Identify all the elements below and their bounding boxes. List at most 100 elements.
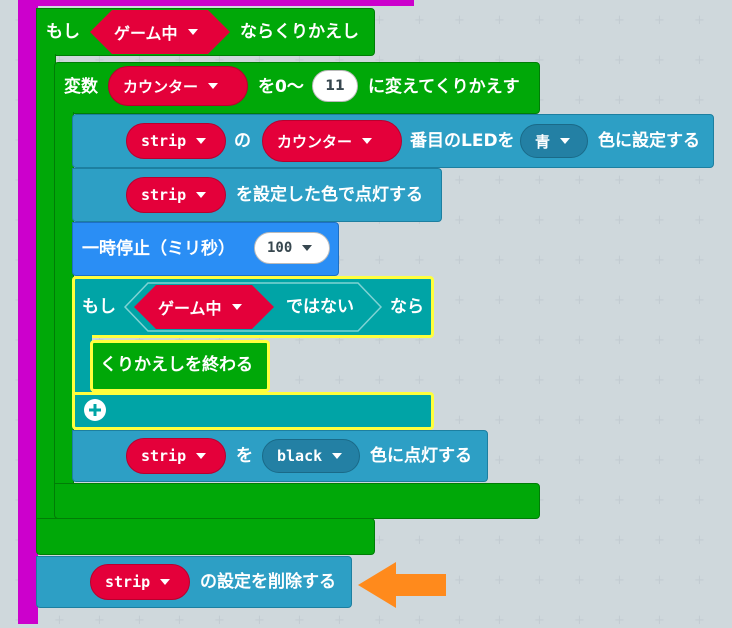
if-condition-game-variable[interactable]: ゲーム中 [134, 285, 274, 329]
grid-plus-mark: + [494, 373, 505, 388]
grid-plus-mark: + [574, 613, 585, 628]
chevron-down-icon[interactable] [302, 245, 313, 251]
set-pixel-color-dropdown[interactable]: 青 [520, 124, 588, 158]
grid-plus-mark: + [574, 453, 585, 468]
grid-plus-mark: + [614, 533, 625, 548]
grid-plus-mark: + [334, 373, 345, 388]
grid-plus-mark: + [694, 413, 705, 428]
break-label: くりかえしを終わる [100, 355, 253, 375]
grid-plus-mark: + [614, 413, 625, 428]
grid-plus-mark: + [374, 13, 385, 28]
chevron-down-icon[interactable] [196, 192, 207, 198]
while-suffix: ならくりかえし [240, 22, 359, 42]
if-condition-label: ゲーム中 [158, 299, 222, 318]
for-block-bottom [54, 483, 540, 519]
show-color-strip-label: strip [141, 447, 187, 465]
show-color-suffix: 色に点灯する [370, 446, 472, 466]
show-strip-dropdown[interactable]: strip [126, 177, 226, 213]
break-block[interactable] [90, 340, 270, 392]
grid-plus-mark: + [94, 613, 105, 628]
for-end-value: 11 [325, 78, 345, 94]
grid-plus-mark: + [294, 53, 305, 68]
if-suffix: なら [390, 297, 424, 317]
event-block-top[interactable] [18, 0, 414, 6]
set-pixel-variable-dropdown[interactable]: カウンター [262, 120, 402, 162]
grid-plus-mark: + [694, 573, 705, 588]
for-end-value-input[interactable]: 11 [312, 70, 358, 102]
chevron-down-icon[interactable] [196, 453, 207, 459]
chevron-down-icon[interactable] [196, 138, 207, 144]
grid-plus-mark: + [534, 533, 545, 548]
grid-plus-mark: + [494, 173, 505, 188]
chevron-down-icon[interactable] [362, 138, 373, 144]
grid-plus-mark: + [374, 533, 385, 548]
event-block-rail[interactable] [18, 0, 38, 624]
chevron-down-icon[interactable] [208, 83, 219, 89]
grid-plus-mark: + [614, 613, 625, 628]
grid-plus-mark: + [574, 373, 585, 388]
grid-plus-mark: + [54, 53, 65, 68]
show-color-strip-dropdown[interactable]: strip [126, 438, 226, 474]
show-color-dropdown[interactable]: black [262, 439, 360, 473]
grid-plus-mark: + [214, 613, 225, 628]
plus-glyph [89, 404, 101, 416]
grid-plus-mark: + [694, 213, 705, 228]
grid-plus-mark: + [654, 373, 665, 388]
grid-plus-mark: + [654, 413, 665, 428]
pause-duration-value: 100 [267, 240, 293, 256]
while-condition-label: ゲーム中 [114, 24, 178, 43]
grid-plus-mark: + [454, 13, 465, 28]
chevron-down-icon[interactable] [560, 138, 571, 144]
while-condition-game-variable[interactable]: ゲーム中 [90, 10, 230, 54]
grid-plus-mark: + [654, 13, 665, 28]
grid-plus-mark: + [454, 413, 465, 428]
pause-duration-dropdown[interactable]: 100 [254, 232, 330, 264]
grid-plus-mark: + [534, 173, 545, 188]
grid-plus-mark: + [694, 293, 705, 308]
grid-plus-mark: + [494, 213, 505, 228]
clear-strip-dropdown[interactable]: strip [90, 564, 190, 600]
set-pixel-of: の [234, 131, 251, 151]
grid-plus-mark: + [614, 173, 625, 188]
clear-strip-label: strip [105, 573, 151, 591]
grid-plus-mark: + [414, 333, 425, 348]
grid-plus-mark: + [494, 613, 505, 628]
left-arrow-icon [358, 562, 446, 608]
grid-plus-mark: + [414, 613, 425, 628]
show-color-label: black [277, 447, 323, 465]
grid-plus-mark: + [454, 213, 465, 228]
grid-plus-mark: + [614, 13, 625, 28]
set-pixel-variable-label: カウンター [277, 132, 353, 151]
chevron-down-icon[interactable] [332, 453, 343, 459]
grid-plus-mark: + [94, 53, 105, 68]
grid-plus-mark: + [534, 253, 545, 268]
grid-plus-mark: + [534, 293, 545, 308]
grid-plus-mark: + [694, 53, 705, 68]
set-pixel-strip-dropdown[interactable]: strip [126, 123, 226, 159]
if-prefix: もし [82, 297, 116, 317]
grid-plus-mark: + [574, 533, 585, 548]
grid-plus-mark: + [614, 373, 625, 388]
grid-plus-mark: + [174, 53, 185, 68]
plus-circle-icon[interactable] [84, 399, 106, 421]
grid-plus-mark: + [694, 453, 705, 468]
grid-plus-mark: + [494, 53, 505, 68]
grid-plus-mark: + [694, 253, 705, 268]
while-block-rail [36, 54, 56, 518]
grid-plus-mark: + [574, 333, 585, 348]
grid-plus-mark: + [414, 253, 425, 268]
grid-plus-mark: + [54, 613, 65, 628]
clear-block[interactable] [36, 556, 352, 608]
grid-plus-mark: + [614, 333, 625, 348]
grid-plus-mark: + [574, 13, 585, 28]
grid-plus-mark: + [534, 453, 545, 468]
grid-plus-mark: + [534, 13, 545, 28]
chevron-down-icon[interactable] [160, 579, 171, 585]
set-pixel-middle: 番目のLEDを [410, 131, 515, 151]
grid-plus-mark: + [374, 613, 385, 628]
chevron-down-icon[interactable] [232, 304, 242, 310]
for-variable-dropdown[interactable]: カウンター [108, 66, 248, 106]
grid-plus-mark: + [694, 493, 705, 508]
grid-plus-mark: + [294, 613, 305, 628]
chevron-down-icon[interactable] [188, 29, 198, 35]
